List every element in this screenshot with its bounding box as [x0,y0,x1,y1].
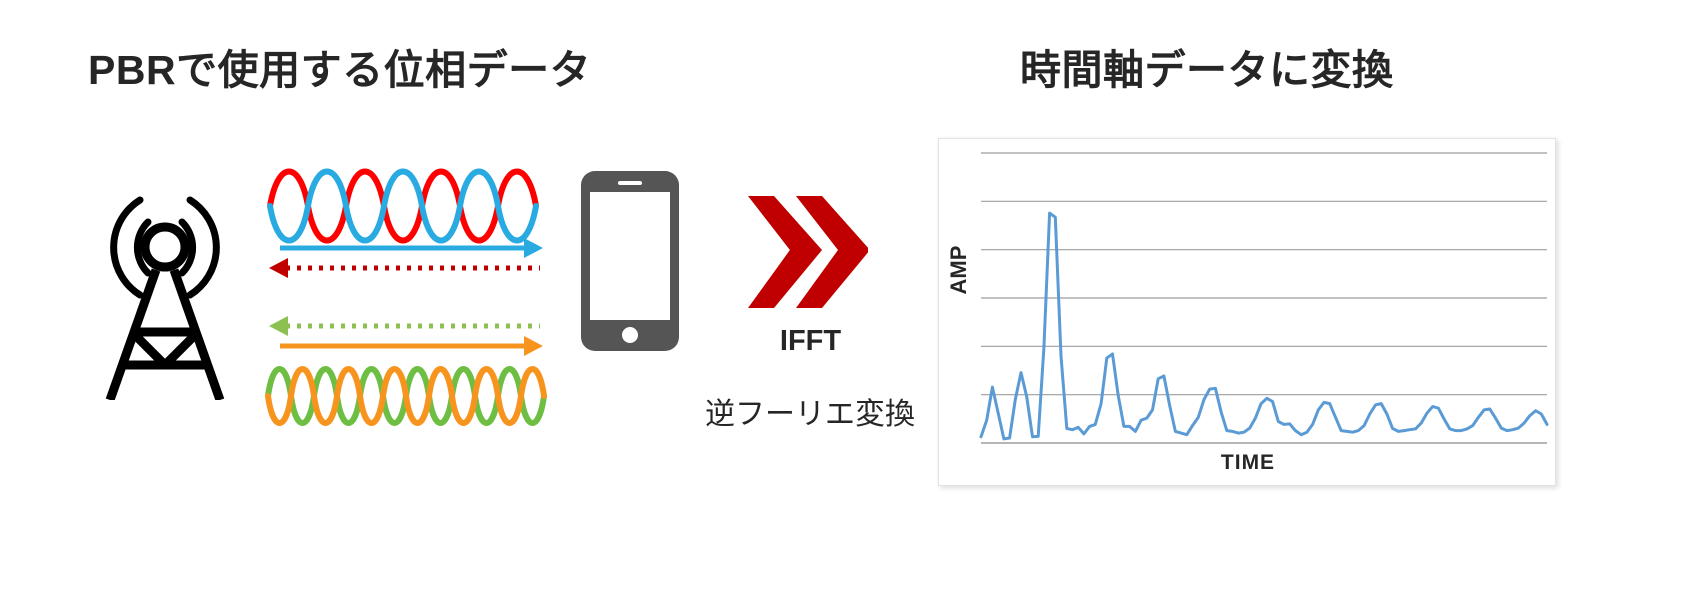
page-title-left: PBRで使用する位相データ [88,47,592,93]
time-domain-chart-panel: AMP TIME [938,138,1556,486]
orange-solid-arrow-right [280,336,543,356]
radio-tower-icon [105,196,225,400]
double-chevron-right-icon [748,196,868,308]
wave-red-top [267,168,539,244]
red-dotted-arrow-left [269,258,540,278]
chart-y-axis-label: AMP [946,245,971,295]
smartphone-icon [581,171,679,351]
wave-blue-top [267,168,539,244]
phase-signal-diagram [265,168,547,426]
wave-orange-bottom [265,366,547,426]
chart-x-axis-label: TIME [1220,451,1276,474]
time-domain-chart [979,152,1549,444]
green-dotted-arrow-left [269,316,540,336]
chart-series-line [979,211,1549,441]
ifft-label-japanese: 逆フーリエ変換 [705,398,915,431]
page-title-right: 時間軸データに変換 [1020,47,1394,93]
ifft-label: IFFT [779,325,842,357]
blue-solid-arrow-right [280,238,543,258]
chart-gridlines [981,152,1547,444]
